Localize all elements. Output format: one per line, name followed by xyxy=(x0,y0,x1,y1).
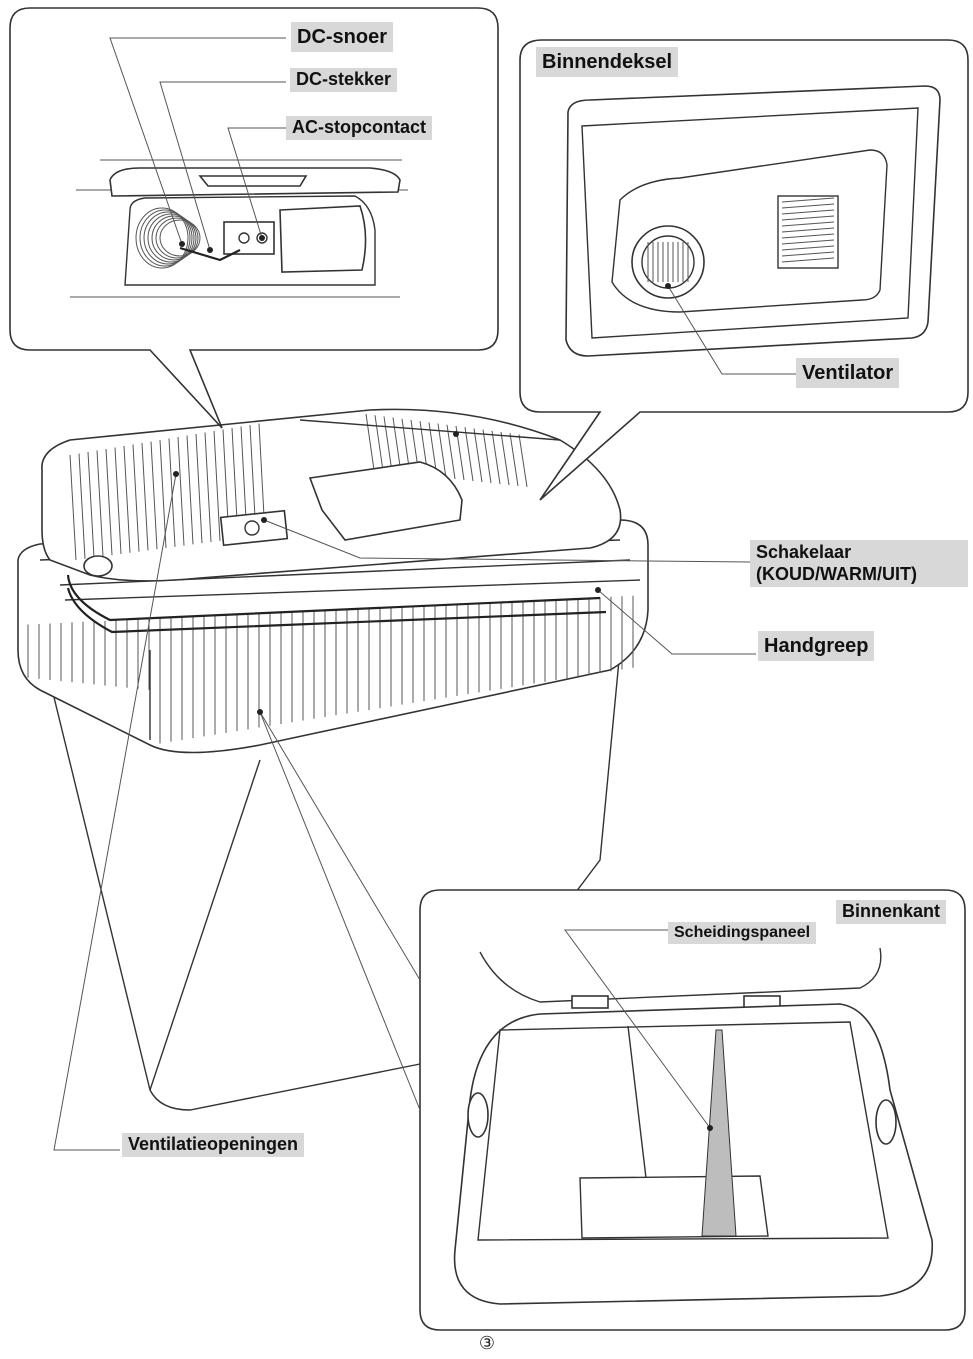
label-ventilatieopeningen: Ventilatieopeningen xyxy=(122,1133,305,1157)
label-schakelaar: Schakelaar (KOUD/WARM/UIT) xyxy=(750,540,968,588)
cool-box-main xyxy=(17,408,649,1111)
callout-dc-connection xyxy=(9,7,499,429)
label-binnendeksel: Binnendeksel xyxy=(536,47,679,77)
callout-inner-lid xyxy=(519,39,969,501)
label-ventilator: Ventilator xyxy=(796,358,900,388)
vent-grill-left xyxy=(69,423,266,561)
label-ac-stopcontact: AC-stopcontact xyxy=(286,116,432,140)
label-schakelaar-line1: Schakelaar xyxy=(756,542,852,562)
label-schakelaar-line2: (KOUD/WARM/UIT) xyxy=(756,563,917,584)
label-dc-snoer: DC-snoer xyxy=(291,22,394,52)
callout-inside xyxy=(419,889,966,1331)
leader-lines xyxy=(53,431,756,1151)
label-binnenkant: Binnenkant xyxy=(836,900,947,924)
label-scheidingspaneel: Scheidingspaneel xyxy=(668,922,817,944)
label-dc-stekker: DC-stekker xyxy=(290,68,398,92)
label-handgreep: Handgreep xyxy=(758,631,875,661)
page-number: ③ xyxy=(478,1333,496,1354)
